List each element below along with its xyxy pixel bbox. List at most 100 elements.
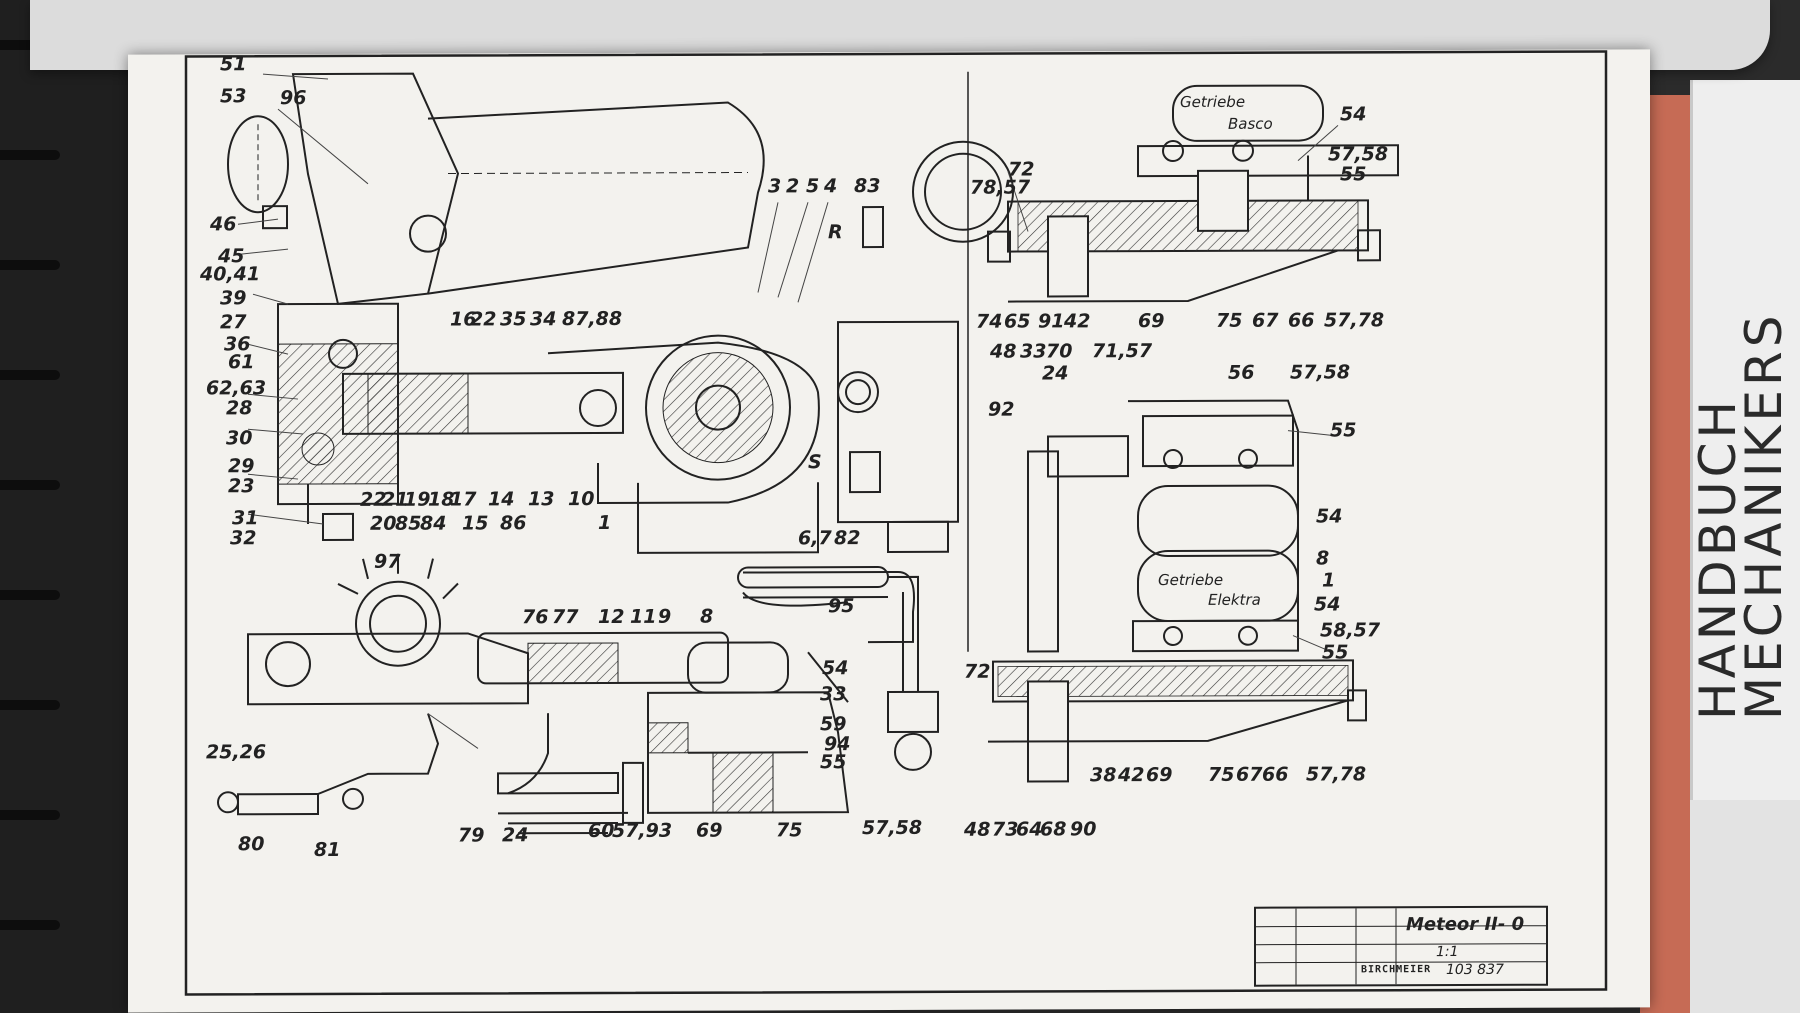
part-label: 42 xyxy=(1064,310,1091,333)
arrow-s-label: S xyxy=(808,451,822,474)
part-label: 57,78 xyxy=(1306,763,1367,786)
part-label: 48 xyxy=(964,818,991,841)
part-label: 57,58 xyxy=(1290,361,1351,384)
part-label: 73 xyxy=(992,818,1019,841)
getriebe-label-lower: Getriebe xyxy=(1158,570,1224,590)
part-label: 64 xyxy=(1016,818,1043,841)
part-label: 80 xyxy=(238,833,265,856)
binder-ring xyxy=(0,260,60,270)
part-label: 60 xyxy=(588,819,615,843)
part-label: 57,58 xyxy=(862,816,923,840)
part-label: 24 xyxy=(1042,362,1069,385)
getriebe-label-upper: Getriebe xyxy=(1180,92,1246,111)
part-label: 72 xyxy=(964,660,991,683)
part-label: 53 xyxy=(220,85,247,108)
part-label: 11 xyxy=(630,605,657,628)
basco-label: Basco xyxy=(1228,114,1273,133)
part-label: 97 xyxy=(374,550,401,573)
part-label: 69 xyxy=(1138,310,1165,333)
part-label: 31 xyxy=(232,507,259,530)
part-label: 75 xyxy=(776,819,803,842)
part-label: 40,41 xyxy=(200,263,261,286)
part-label: 70 xyxy=(1046,340,1073,363)
part-label: 81 xyxy=(314,838,341,862)
part-label: 57,78 xyxy=(1324,309,1385,332)
binder-ring xyxy=(0,150,60,160)
drawing-linework xyxy=(184,50,1608,996)
part-label: 24 xyxy=(502,824,529,847)
part-label: 25,26 xyxy=(206,741,267,764)
part-label: 17 xyxy=(450,488,477,511)
part-label: 15 xyxy=(462,512,489,535)
binder-ring xyxy=(0,920,60,930)
arrow-r-label: R xyxy=(828,221,843,244)
part-label: 87,88 xyxy=(562,307,623,331)
part-label: 69 xyxy=(696,819,723,842)
part-label: 54 xyxy=(1314,593,1341,616)
drawing-frame xyxy=(184,50,1608,996)
book-spine-line2: MECHANIKERS xyxy=(1735,311,1793,720)
binder-ring xyxy=(0,480,60,490)
part-label: 30 xyxy=(226,427,253,450)
part-label: 59 xyxy=(820,713,847,736)
part-label: 46 xyxy=(210,213,237,236)
part-label: 10 xyxy=(568,488,595,511)
drawing-scale: 1:1 xyxy=(1436,944,1459,961)
part-label: 42 xyxy=(1118,764,1145,787)
part-label: 19 xyxy=(404,488,431,511)
book-spine xyxy=(1690,80,1800,800)
part-label: 51 xyxy=(220,53,247,76)
drawing-number: 103 837 xyxy=(1446,961,1504,979)
part-label: 39 xyxy=(220,287,247,310)
title-block: Meteor II- 0 1:1 BIRCHMEIER 103 837 xyxy=(1254,905,1548,987)
part-label: 5 xyxy=(806,175,820,198)
part-label: 84 xyxy=(420,512,447,535)
part-label: 29 xyxy=(228,455,255,478)
part-label: 56 xyxy=(1228,361,1255,384)
part-label: 35 xyxy=(500,308,527,331)
part-label: 57,93 xyxy=(612,819,673,842)
binder xyxy=(0,0,130,1013)
pump-assembly xyxy=(227,72,820,554)
part-label: 82 xyxy=(834,527,861,550)
manufacturer: BIRCHMEIER xyxy=(1361,964,1432,976)
part-label: 8 xyxy=(700,605,714,628)
part-label: 90 xyxy=(1070,818,1097,841)
part-label: 55 xyxy=(1330,419,1357,442)
part-label: 27 xyxy=(220,311,247,334)
part-label: 34 xyxy=(530,308,557,331)
part-label: 65 xyxy=(1004,310,1031,333)
part-label: 72 xyxy=(1008,158,1035,181)
part-label: 58,57 xyxy=(1320,619,1381,642)
part-label: 36 xyxy=(224,333,251,356)
part-label: 77 xyxy=(552,606,579,629)
part-label: 86 xyxy=(500,512,527,535)
part-label: 79 xyxy=(458,824,485,847)
part-label: 23 xyxy=(228,475,255,498)
part-label: 48 xyxy=(990,340,1017,363)
part-label: 13 xyxy=(528,488,555,511)
binder-ring xyxy=(0,700,60,710)
technical-drawing-sheet: Meteor II- 0 1:1 BIRCHMEIER 103 837 Getr… xyxy=(128,49,1650,1013)
part-label: 55 xyxy=(820,751,847,774)
part-label: 1 xyxy=(1322,569,1336,592)
lower-assembly xyxy=(217,553,850,835)
part-label: 3 xyxy=(768,175,782,198)
part-label: 69 xyxy=(1146,764,1173,787)
part-label: 9 xyxy=(658,605,672,628)
part-label: 38 xyxy=(1090,764,1117,787)
part-label: 57,58 xyxy=(1328,143,1389,166)
part-label: 92 xyxy=(988,398,1015,421)
part-label: 83 xyxy=(854,175,881,198)
part-label: 66 xyxy=(1288,309,1315,332)
part-label: 20 xyxy=(370,512,397,535)
part-label: 22 xyxy=(470,308,497,331)
elektra-label: Elektra xyxy=(1208,590,1261,609)
part-label: 33 xyxy=(1020,340,1047,363)
part-label: 85 xyxy=(395,512,422,535)
binder-ring xyxy=(0,810,60,820)
tube-95 xyxy=(737,566,939,771)
part-label: 55 xyxy=(1322,641,1349,664)
part-label: 2 xyxy=(786,175,800,198)
part-label: 96 xyxy=(280,87,307,110)
